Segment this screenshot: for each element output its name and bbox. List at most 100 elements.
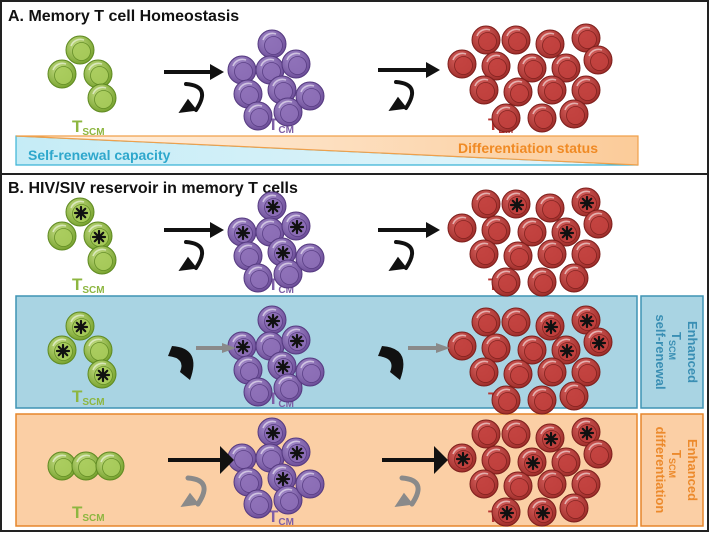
tem-cell bbox=[571, 187, 601, 217]
tem-cell bbox=[583, 209, 613, 239]
tem-cell bbox=[481, 445, 511, 475]
tem-cell bbox=[583, 327, 613, 357]
infected-cell-star-icon bbox=[73, 205, 89, 221]
cell-layer bbox=[47, 23, 613, 527]
self-renewal-arrow-icon bbox=[388, 240, 415, 271]
tem-cell bbox=[571, 469, 601, 499]
infected-cell-star-icon bbox=[275, 359, 291, 375]
tem-cell bbox=[535, 29, 565, 59]
tcm-cell bbox=[295, 243, 325, 273]
infected-cell-star-icon bbox=[275, 471, 291, 487]
tem-cell bbox=[583, 45, 613, 75]
tem-cell bbox=[481, 215, 511, 245]
label-tscm-sub: SCM bbox=[82, 397, 104, 408]
tem-cell bbox=[535, 193, 565, 223]
tscm-cell bbox=[47, 335, 77, 365]
svg-text:TCM: TCM bbox=[268, 507, 294, 528]
tem-cell bbox=[517, 335, 547, 365]
infected-cell-star-icon bbox=[591, 335, 607, 351]
tcm-cell bbox=[281, 211, 311, 241]
tem-cell bbox=[469, 357, 499, 387]
tem-cell bbox=[535, 423, 565, 453]
tem-cell bbox=[447, 443, 477, 473]
tscm-cell bbox=[71, 451, 101, 481]
tem-cell bbox=[537, 75, 567, 105]
differentiation-arrow-icon bbox=[382, 446, 448, 474]
svg-text:TSCM: TSCM bbox=[667, 332, 684, 360]
tscm-cell bbox=[83, 59, 113, 89]
tcm-cell bbox=[295, 469, 325, 499]
tem-cell bbox=[517, 217, 547, 247]
tcm-cell bbox=[243, 263, 273, 293]
tem-cell bbox=[501, 419, 531, 449]
tem-cell bbox=[491, 103, 521, 133]
label-tscm-sub: SCM bbox=[82, 513, 104, 524]
tscm-cell bbox=[83, 335, 113, 365]
tem-cell bbox=[471, 189, 501, 219]
tcm-cell bbox=[267, 237, 297, 267]
tem-cell bbox=[501, 25, 531, 55]
label-tcm-sub: CM bbox=[278, 285, 294, 296]
tcm-cell bbox=[257, 305, 287, 335]
panel-a-title: A. Memory T cell Homeostasis bbox=[8, 8, 239, 25]
tem-cell bbox=[527, 385, 557, 415]
infected-cell-star-icon bbox=[535, 505, 551, 521]
svg-text:TSCM: TSCM bbox=[72, 503, 105, 524]
tem-cell bbox=[469, 239, 499, 269]
label-tcm: T bbox=[268, 389, 279, 408]
infected-cell-star-icon bbox=[543, 319, 559, 335]
tcm-cell bbox=[243, 101, 273, 131]
side-label-orange-line3: differentiation bbox=[653, 427, 668, 514]
differentiation-arrow-icon bbox=[164, 222, 224, 238]
side-label-differentiation: Enhanced TSCM differentiation bbox=[653, 427, 700, 514]
tcm-cell bbox=[257, 417, 287, 447]
infected-cell-star-icon bbox=[55, 343, 71, 359]
tem-cell bbox=[447, 213, 477, 243]
side-label-blue-sub: SCM bbox=[667, 340, 677, 360]
label-tscm: T bbox=[72, 387, 83, 406]
infected-cell-star-icon bbox=[455, 451, 471, 467]
tem-cell bbox=[559, 493, 589, 523]
tem-cell bbox=[535, 311, 565, 341]
infected-cell-star-icon bbox=[509, 197, 525, 213]
label-tscm: T bbox=[72, 275, 83, 294]
infected-cell-star-icon bbox=[265, 199, 281, 215]
blue-side-label-box bbox=[640, 295, 704, 409]
infected-cell-star-icon bbox=[525, 455, 541, 471]
differentiation-arrow-icon bbox=[164, 64, 224, 80]
infected-cell-star-icon bbox=[235, 339, 251, 355]
tem-cell bbox=[469, 469, 499, 499]
tscm-cell bbox=[95, 451, 125, 481]
tscm-cell bbox=[65, 311, 95, 341]
tem-cell bbox=[491, 385, 521, 415]
tem-cell bbox=[559, 99, 589, 129]
tcm-cell bbox=[257, 191, 287, 221]
infected-cell-star-icon bbox=[95, 367, 111, 383]
infected-cell-star-icon bbox=[265, 425, 281, 441]
differentiation-wedge bbox=[15, 135, 639, 166]
self-renewal-arrow-icon bbox=[180, 475, 207, 507]
tem-cell bbox=[571, 305, 601, 335]
label-tcm-sub: CM bbox=[278, 125, 294, 136]
svg-text:TCM: TCM bbox=[268, 115, 294, 136]
self-renewal-arrow-icon bbox=[168, 346, 194, 380]
tem-cell bbox=[537, 239, 567, 269]
tcm-cell bbox=[281, 325, 311, 355]
side-label-orange-line1: Enhanced bbox=[685, 439, 700, 501]
arrow-layer bbox=[164, 62, 450, 507]
label-tscm-sub: SCM bbox=[82, 127, 104, 138]
side-label-blue-line2: T bbox=[669, 332, 684, 340]
side-label-orange-line2: T bbox=[669, 450, 684, 458]
tem-cell bbox=[481, 333, 511, 363]
gradient-bar: Self-renewal capacity Differentiation st… bbox=[15, 135, 639, 166]
infected-cell-star-icon bbox=[543, 431, 559, 447]
self-renewal-label: Self-renewal capacity bbox=[28, 147, 171, 163]
tem-cell bbox=[471, 419, 501, 449]
tcm-cell bbox=[273, 97, 303, 127]
tcm-cell bbox=[267, 351, 297, 381]
tem-cell bbox=[469, 75, 499, 105]
tem-cell bbox=[501, 307, 531, 337]
tem-cell bbox=[471, 25, 501, 55]
infected-cell-star-icon bbox=[579, 195, 595, 211]
